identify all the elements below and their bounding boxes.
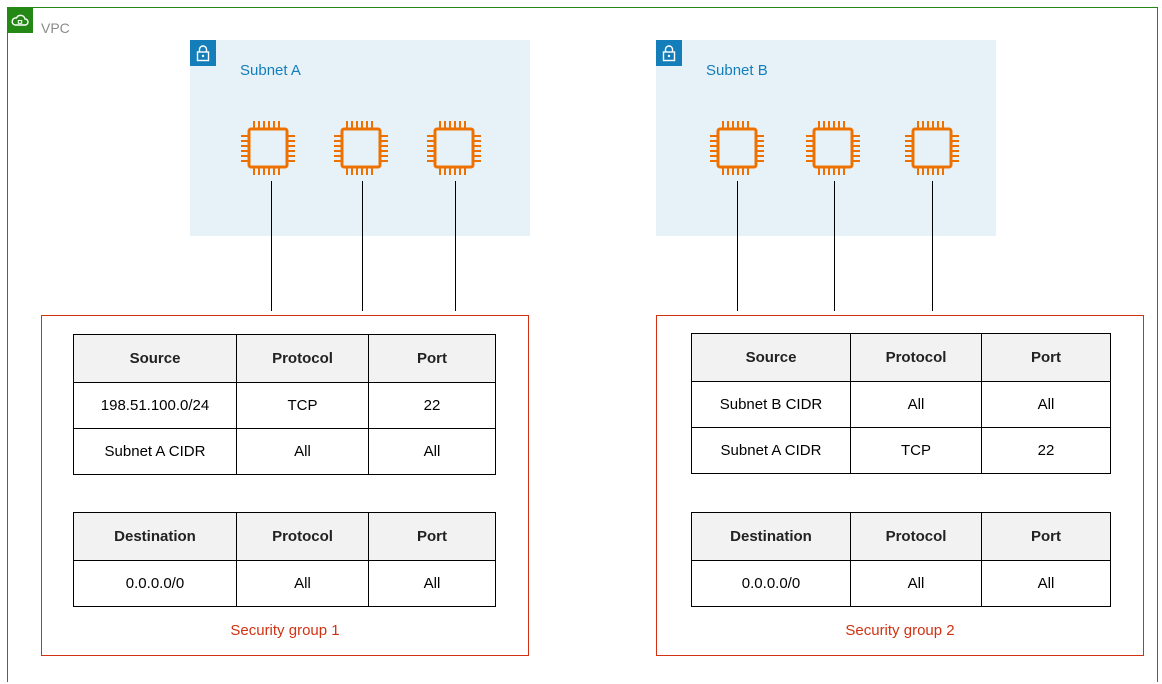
column-header: Port [368,334,496,383]
cloud-icon [7,7,33,33]
column-header: Destination [73,512,237,561]
table-cell: All [981,560,1111,607]
table-cell: All [850,381,982,428]
table-cell: Subnet A CIDR [73,428,237,475]
subnet-b: Subnet B [656,40,996,236]
table-cell: All [981,381,1111,428]
vpc-boundary [7,7,1158,682]
instance-chip-icon [329,116,393,180]
column-header: Protocol [236,334,369,383]
instance-chip-icon [801,116,865,180]
instance-chip-icon [900,116,964,180]
vpc-label: VPC [41,20,70,36]
table-header-row: Source Protocol Port [73,334,496,383]
column-header: Port [368,512,496,561]
subnet-label: Subnet B [706,62,768,79]
table-row: Subnet A CIDR All All [73,428,496,475]
column-header: Port [981,333,1111,382]
inbound-rules-table: Source Protocol Port 198.51.100.0/24 TCP… [73,334,496,475]
outbound-rules-table: Destination Protocol Port 0.0.0.0/0 All … [691,512,1111,607]
table-cell: All [850,560,982,607]
table-header-row: Destination Protocol Port [691,512,1111,561]
column-header: Source [691,333,851,382]
table-header-row: Destination Protocol Port [73,512,496,561]
connector-line [834,181,835,311]
security-group-1: Source Protocol Port 198.51.100.0/24 TCP… [41,315,529,656]
subnet-label: Subnet A [240,62,301,79]
table-cell: All [236,428,369,475]
column-header: Source [73,334,237,383]
connector-line [932,181,933,311]
instance-chip-icon [705,116,769,180]
table-cell: TCP [236,382,369,429]
column-header: Protocol [850,333,982,382]
security-group-2: Source Protocol Port Subnet B CIDR All A… [656,315,1144,656]
lock-icon [656,40,682,66]
table-cell: 0.0.0.0/0 [691,560,851,607]
table-cell: 22 [368,382,496,429]
instance-chip-icon [422,116,486,180]
table-cell: 0.0.0.0/0 [73,560,237,607]
inbound-rules-table: Source Protocol Port Subnet B CIDR All A… [691,333,1111,474]
table-header-row: Source Protocol Port [691,333,1111,382]
table-cell: All [368,428,496,475]
connector-line [737,181,738,311]
table-cell: Subnet B CIDR [691,381,851,428]
outbound-rules-table: Destination Protocol Port 0.0.0.0/0 All … [73,512,496,607]
security-group-label: Security group 2 [845,622,955,639]
connector-line [455,181,456,311]
security-group-label: Security group 1 [230,622,340,639]
table-cell: Subnet A CIDR [691,427,851,474]
column-header: Protocol [850,512,982,561]
table-row: 0.0.0.0/0 All All [691,560,1111,607]
connector-line [362,181,363,311]
table-row: 0.0.0.0/0 All All [73,560,496,607]
column-header: Port [981,512,1111,561]
column-header: Protocol [236,512,369,561]
table-cell: TCP [850,427,982,474]
table-row: Subnet A CIDR TCP 22 [691,427,1111,474]
table-cell: All [236,560,369,607]
lock-icon [190,40,216,66]
connector-line [271,181,272,311]
table-cell: 22 [981,427,1111,474]
table-row: 198.51.100.0/24 TCP 22 [73,382,496,429]
instance-chip-icon [236,116,300,180]
column-header: Destination [691,512,851,561]
table-cell: All [368,560,496,607]
table-row: Subnet B CIDR All All [691,381,1111,428]
table-cell: 198.51.100.0/24 [73,382,237,429]
